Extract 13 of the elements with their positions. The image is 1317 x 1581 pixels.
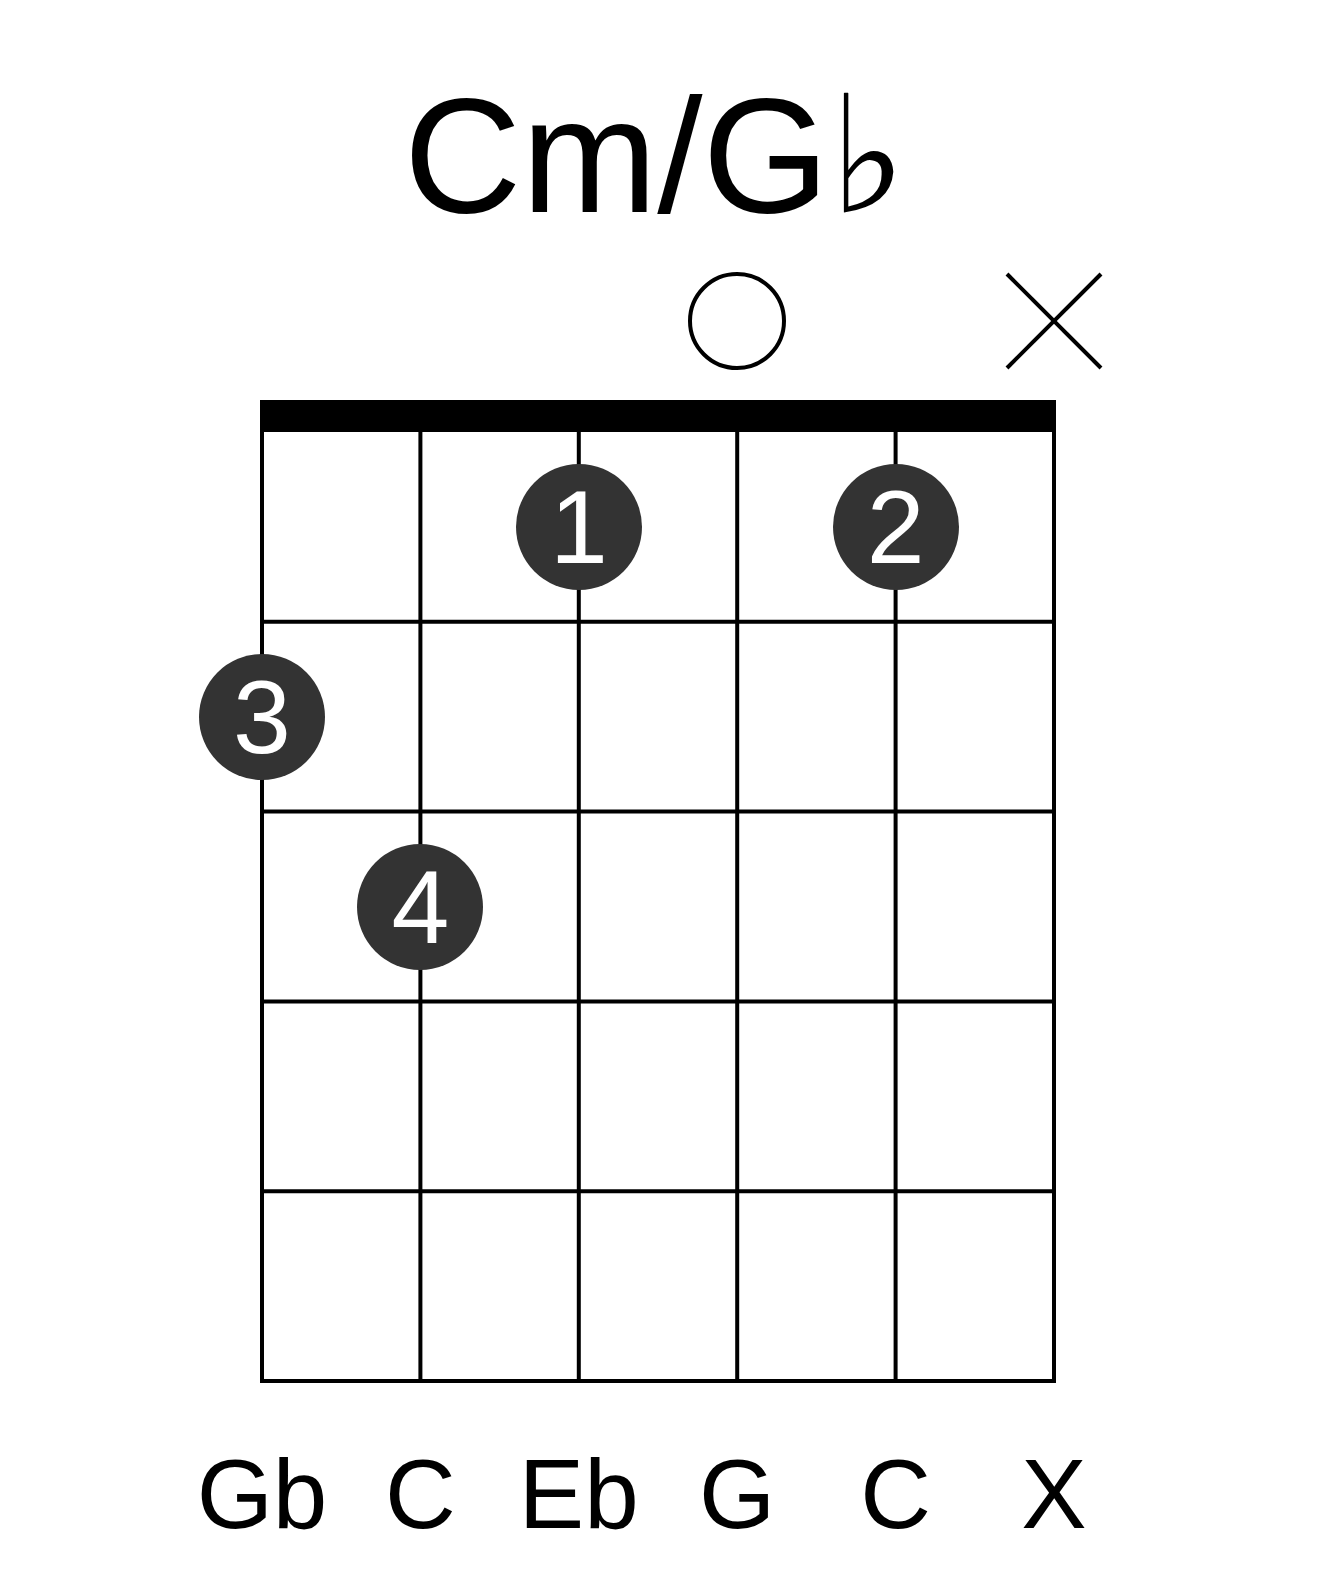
string-note-label: X bbox=[1021, 1445, 1087, 1543]
finger-number-dot: 3 bbox=[199, 653, 325, 780]
finger-number-dot: 4 bbox=[357, 843, 484, 970]
open-circle-icon bbox=[688, 272, 787, 370]
string-note-label: Gb bbox=[196, 1445, 328, 1543]
string-note-label: G bbox=[699, 1445, 776, 1543]
string-note-label: C bbox=[385, 1445, 456, 1543]
finger-number-dot: 2 bbox=[832, 463, 959, 590]
finger-number-dot: 1 bbox=[515, 463, 642, 590]
string-note-label: C bbox=[860, 1445, 931, 1543]
cross-icon bbox=[1005, 272, 1103, 370]
chord-title: Cm/G♭ bbox=[403, 74, 907, 237]
string-note-label: Eb bbox=[518, 1445, 639, 1543]
